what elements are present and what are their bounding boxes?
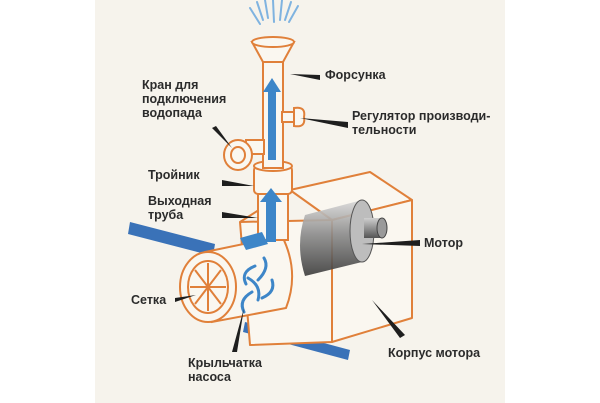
pointer-nozzle: [290, 74, 320, 80]
label-flow-regulator: Регулятор производи- тельности: [352, 109, 491, 137]
impeller: [240, 256, 275, 314]
pointer-motor: [362, 240, 420, 246]
label-motor-housing: Корпус мотора: [388, 346, 481, 360]
pointer-motor-housing: [372, 300, 405, 338]
pointer-tee: [222, 180, 254, 186]
label-mesh: Сетка: [131, 293, 167, 307]
label-nozzle: Форсунка: [325, 68, 386, 82]
label-waterfall-tap: Кран для подключения водопада: [142, 78, 227, 120]
pointer-mesh: [175, 295, 196, 302]
mesh-grille: [190, 263, 226, 311]
flow-arrows: [240, 78, 282, 250]
label-impeller: Крыльчатка насоса: [188, 356, 263, 384]
pointer-impeller: [232, 308, 244, 352]
label-outlet-pipe: Выходная труба: [148, 194, 212, 222]
pointer-waterfall-tap: [212, 126, 232, 148]
label-tee: Тройник: [148, 168, 200, 182]
pointer-regulator: [300, 118, 348, 128]
flow-regulator-knob: [281, 106, 306, 128]
label-motor: Мотор: [424, 236, 463, 250]
pointers: [175, 74, 420, 352]
motor-cylinder: [300, 199, 388, 276]
pointer-outlet-pipe: [222, 212, 258, 218]
waterfall-tap: [223, 139, 265, 171]
water-spray: [249, 0, 299, 25]
